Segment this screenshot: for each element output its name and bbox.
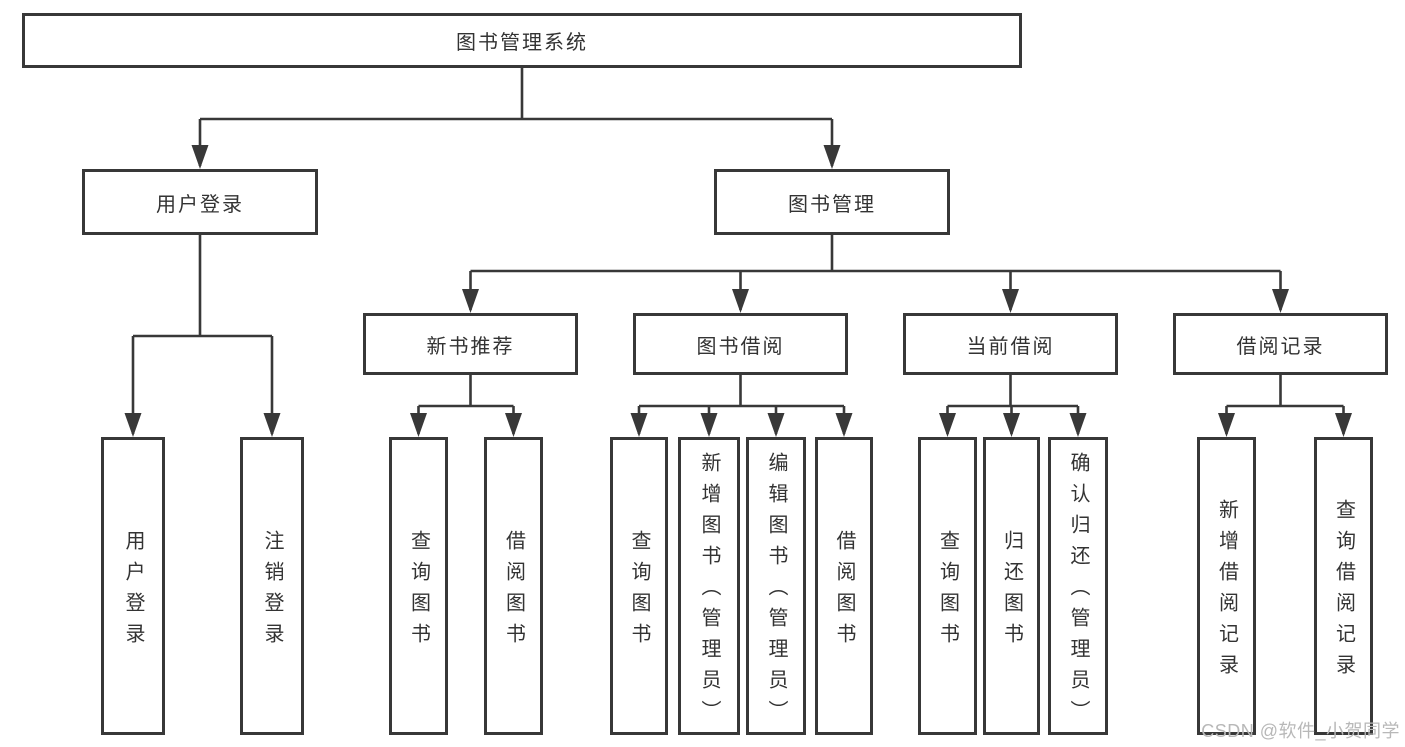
node-label: 查询图书 [936, 529, 959, 654]
node-leaf-add-borrow-record: 新增借阅记录 [1197, 437, 1256, 735]
node-label: 借阅图书 [833, 529, 855, 654]
node-new-book-recommend: 新书推荐 [363, 313, 578, 375]
node-leaf-borrow-books: 借阅图书 [484, 437, 543, 735]
node-leaf-logout: 注销登录 [240, 437, 304, 735]
node-label: 确认归还（管理员） [1067, 452, 1089, 731]
node-label: 用户登录 [122, 529, 144, 654]
node-leaf-query-books: 查询图书 [610, 437, 668, 735]
node-label: 图书管理系统 [456, 32, 588, 54]
node-leaf-query-books: 查询图书 [918, 437, 977, 735]
node-leaf-borrow-books: 借阅图书 [815, 437, 873, 735]
node-label: 归还图书 [1000, 529, 1023, 654]
node-label: 借阅图书 [502, 529, 525, 654]
node-label: 新增借阅记录 [1215, 498, 1238, 685]
node-label: 编辑图书（管理员） [765, 452, 787, 731]
node-leaf-query-books: 查询图书 [389, 437, 448, 735]
watermark: CSDN @软件_小贺同学 [1201, 721, 1400, 741]
node-current-borrow: 当前借阅 [903, 313, 1118, 375]
node-leaf-edit-books-admin: 编辑图书（管理员） [746, 437, 806, 735]
node-label: 图书借阅 [696, 335, 785, 358]
node-label: 查询图书 [628, 529, 650, 654]
node-book-borrow: 图书借阅 [633, 313, 848, 375]
node-book-management-branch: 图书管理 [714, 169, 950, 235]
node-leaf-confirm-return-admin: 确认归还（管理员） [1048, 437, 1108, 735]
node-label: 新书推荐 [426, 335, 515, 358]
node-leaf-return-books: 归还图书 [983, 437, 1040, 735]
node-library-management-system: 图书管理系统 [22, 13, 1022, 68]
node-borrow-records: 借阅记录 [1173, 313, 1388, 375]
node-label: 查询借阅记录 [1332, 498, 1355, 685]
node-label: 注销登录 [261, 529, 283, 654]
node-leaf-query-borrow-record: 查询借阅记录 [1314, 437, 1373, 735]
node-label: 查询图书 [407, 529, 430, 654]
node-leaf-add-books-admin: 新增图书（管理员） [678, 437, 740, 735]
node-label: 借阅记录 [1236, 335, 1325, 358]
node-label: 新增图书（管理员） [698, 452, 720, 731]
node-label: 用户登录 [156, 193, 244, 216]
node-label: 图书管理 [788, 193, 876, 216]
node-label: 当前借阅 [966, 335, 1055, 358]
node-leaf-user-login: 用户登录 [101, 437, 165, 735]
node-user-login-branch: 用户登录 [82, 169, 318, 235]
